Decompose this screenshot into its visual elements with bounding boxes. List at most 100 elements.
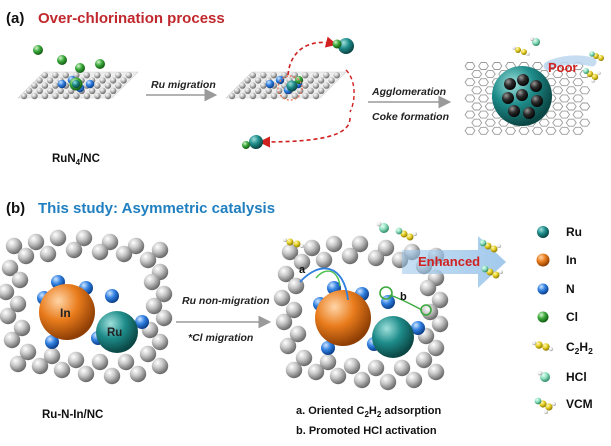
graphene-ring <box>471 70 483 79</box>
nitrogen-atom <box>85 79 95 89</box>
nitrogen-atom <box>265 79 275 89</box>
carbon-atom <box>115 82 122 89</box>
panel-b-letter: (b) <box>6 200 25 217</box>
carbon-atom <box>255 87 262 95</box>
ru-migration-label: Ru migration <box>151 79 216 91</box>
carbon-atom <box>62 92 70 100</box>
graphene-ring <box>545 126 557 135</box>
nitrogen-atom <box>275 75 285 85</box>
nitrogen-atom <box>105 289 119 303</box>
carbon-atom <box>275 313 293 331</box>
carbon-atom <box>49 229 67 247</box>
carbon-atom <box>41 82 49 89</box>
pathway-a-label: a <box>299 264 306 276</box>
graphene-ring <box>464 126 476 135</box>
carbon-atom <box>0 283 15 301</box>
carbon-atom <box>94 92 101 100</box>
legend-label-in: In <box>566 253 577 267</box>
cl-leaving-arrow-down <box>258 117 351 148</box>
cl-atom <box>33 45 43 55</box>
carbon-atom <box>26 87 33 95</box>
carbon-atom <box>13 319 31 337</box>
migrating-slab <box>225 71 347 100</box>
carbon-atom <box>367 359 385 377</box>
graphene-ring <box>505 126 517 135</box>
graphene-ring <box>565 86 577 95</box>
graphene-ring <box>478 78 489 87</box>
carbon-atom <box>47 87 54 95</box>
carbon-atom <box>367 249 385 267</box>
carbon-atom <box>110 87 117 95</box>
carbon-atom <box>281 243 299 261</box>
carbon-atom <box>67 351 85 369</box>
carbon-atom <box>117 353 135 371</box>
caption-a: a. Oriented C2H2 adsorption <box>296 405 441 419</box>
acetylene-molecule-icon <box>531 340 554 352</box>
graphene-ring <box>478 62 489 70</box>
carbon-atom <box>83 92 91 100</box>
cl-atom <box>332 39 342 49</box>
carbon-atom <box>27 233 45 251</box>
carbon-atom <box>239 92 246 100</box>
graphene-ring <box>552 118 564 127</box>
carbon-atom <box>312 82 320 89</box>
carbon-atom <box>249 72 256 79</box>
cl-atom <box>75 63 85 73</box>
acetylene-molecule-icon <box>283 238 304 248</box>
carbon-atom <box>120 77 127 84</box>
cl-return-arrow <box>345 69 355 113</box>
carbon-atom <box>83 72 91 79</box>
carbon-atom <box>303 239 321 257</box>
graphene-ring <box>558 94 571 103</box>
graphene-ring <box>565 102 577 111</box>
in-atom-label: In <box>60 306 71 320</box>
cl-atom <box>295 76 303 84</box>
carbon-atom <box>260 72 267 79</box>
carbon-atom <box>427 339 445 357</box>
carbon-atom <box>302 82 309 89</box>
carbon-atom <box>254 77 262 84</box>
carbon-atom <box>53 361 71 379</box>
carbon-atom <box>151 357 169 375</box>
carbon-atom <box>343 357 361 375</box>
carbon-atom <box>273 289 291 307</box>
carbon-atom <box>41 72 48 79</box>
pathway-b-arrow <box>389 294 423 311</box>
graphene-ring <box>464 62 476 70</box>
carbon-atom <box>260 82 267 89</box>
ru-migration-halo <box>277 75 303 101</box>
graphene-ring <box>471 86 483 95</box>
graphene-ring <box>572 94 584 103</box>
graphene-ring <box>558 110 571 119</box>
legend-label-hcl: HCl <box>566 370 587 384</box>
cl-atom <box>242 141 250 149</box>
blue-sphere-icon <box>537 283 549 295</box>
carbon-atom <box>270 72 277 79</box>
carbon-atom <box>101 233 119 251</box>
graphene-ring <box>579 102 591 111</box>
nitrogen-atom <box>135 315 149 329</box>
carbon-atom <box>291 72 298 79</box>
carbon-atom <box>20 92 28 100</box>
carbon-atom <box>379 373 397 391</box>
in-atom <box>315 290 371 346</box>
carbon-atom <box>99 87 106 95</box>
carbon-atom <box>9 295 27 313</box>
caption-b: b. Promoted HCl activation <box>296 425 437 437</box>
carbon-atom <box>317 77 325 84</box>
carbon-atom <box>328 77 335 84</box>
carbon-atom <box>0 307 17 325</box>
graphene-ring <box>545 110 557 119</box>
carbon-atom <box>333 72 340 79</box>
graphene-ring <box>538 118 550 127</box>
graphene-ring <box>478 94 489 103</box>
graphene-ring <box>565 118 577 127</box>
carbon-atom <box>109 77 117 84</box>
carbon-atom <box>260 92 267 100</box>
carbon-atom <box>104 82 112 89</box>
carbon-atom <box>62 72 69 79</box>
orange-sphere-icon <box>536 253 550 267</box>
graphene-ring <box>471 118 483 127</box>
carbon-atom <box>151 241 169 259</box>
